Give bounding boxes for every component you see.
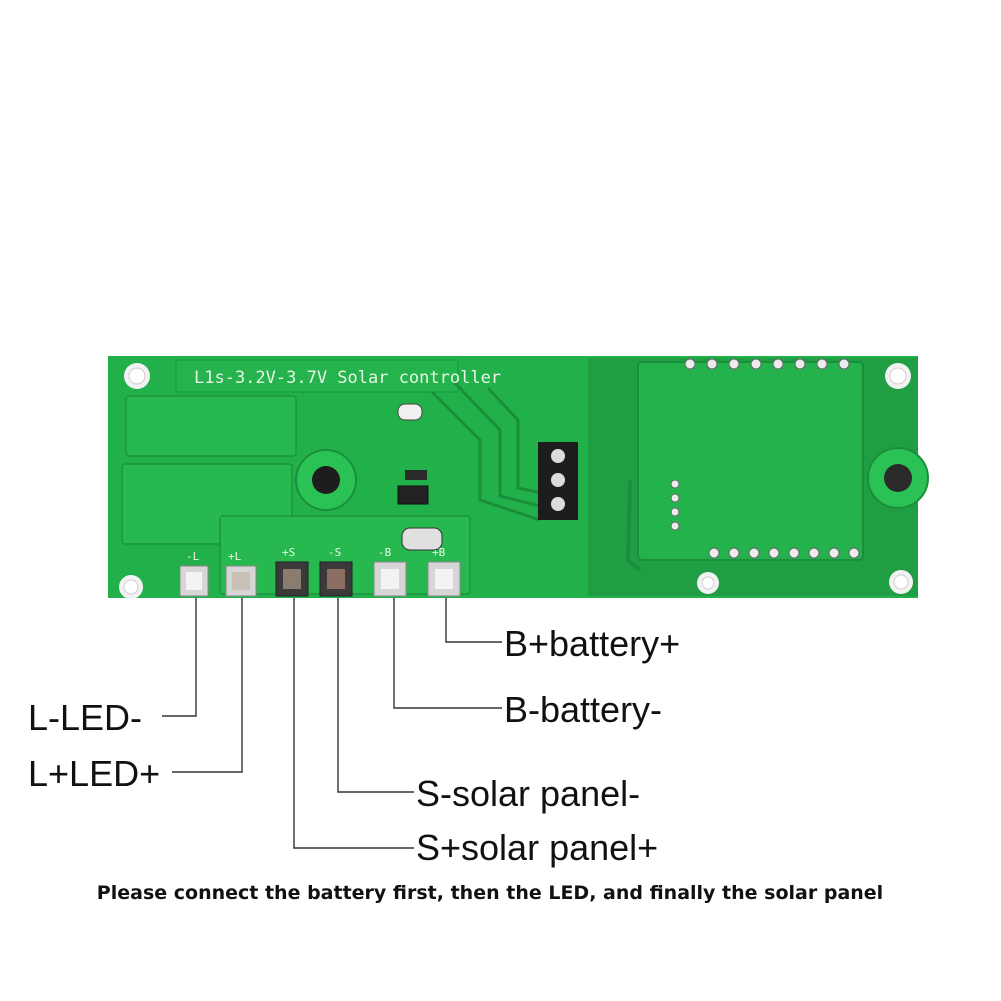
via-1 <box>551 449 565 463</box>
terminal-s-minus: -S <box>319 546 353 597</box>
trace-3 <box>486 386 557 498</box>
copper-pour-1 <box>125 395 297 457</box>
module-shield <box>637 361 864 561</box>
trace-2 <box>450 378 549 510</box>
callout-s-plus: S+solar panel+ <box>416 827 658 868</box>
leader-s-plus <box>293 598 414 849</box>
leader-l-plus <box>172 598 243 773</box>
trace-4 <box>625 479 642 572</box>
component-1 <box>397 403 423 421</box>
callout-l-plus: L+LED+ <box>28 753 160 794</box>
component-2 <box>405 470 427 480</box>
mounting-hole-br <box>889 570 913 594</box>
terminal-s-plus: +S <box>275 546 309 597</box>
pad-label-b-plus: +B <box>432 546 446 559</box>
mounting-hole-tr <box>885 363 911 389</box>
leader-lines <box>162 598 502 849</box>
terminal-l-plus: +L <box>225 550 257 597</box>
mounting-hole-right <box>867 447 929 509</box>
module-pins-top <box>684 358 850 370</box>
leader-l-minus <box>162 598 197 717</box>
leader-b-minus <box>393 598 502 709</box>
connection-order-note: Please connect the battery first, then t… <box>97 882 883 904</box>
silkscreen-title: L1s-3.2V-3.7V Solar controller <box>194 368 501 388</box>
pad-label-l-minus: -L <box>186 550 200 563</box>
leader-s-minus <box>337 598 414 793</box>
via-3 <box>551 497 565 511</box>
pad-label-l-plus: +L <box>228 550 242 563</box>
callout-s-minus: S-solar panel- <box>416 773 640 814</box>
callout-b-plus: B+battery+ <box>504 623 680 664</box>
pcb-board: L1s-3.2V-3.7V Solar controller -L +L +S … <box>108 356 929 599</box>
callout-b-minus: B-battery- <box>504 689 662 730</box>
terminal-l-minus: -L <box>179 550 209 597</box>
component-3 <box>397 485 429 505</box>
component-4 <box>401 527 443 551</box>
pad-label-s-plus: +S <box>282 546 295 559</box>
center-pad <box>295 449 357 511</box>
title-area <box>175 359 459 393</box>
trace-1 <box>430 390 541 522</box>
terminal-b-minus: -B <box>373 546 407 597</box>
mounting-hole-tl <box>124 363 150 389</box>
mounting-hole-br2 <box>697 572 719 594</box>
mounting-hole-bl <box>119 575 143 599</box>
module-pins-bottom <box>708 547 860 559</box>
callout-l-minus: L-LED- <box>28 697 142 738</box>
leader-b-plus <box>445 598 502 643</box>
via-2 <box>551 473 565 487</box>
pad-label-s-minus: -S <box>328 546 341 559</box>
module-pins-side <box>670 479 680 531</box>
terminal-b-plus: +B <box>427 546 461 597</box>
pad-label-b-minus: -B <box>378 546 392 559</box>
